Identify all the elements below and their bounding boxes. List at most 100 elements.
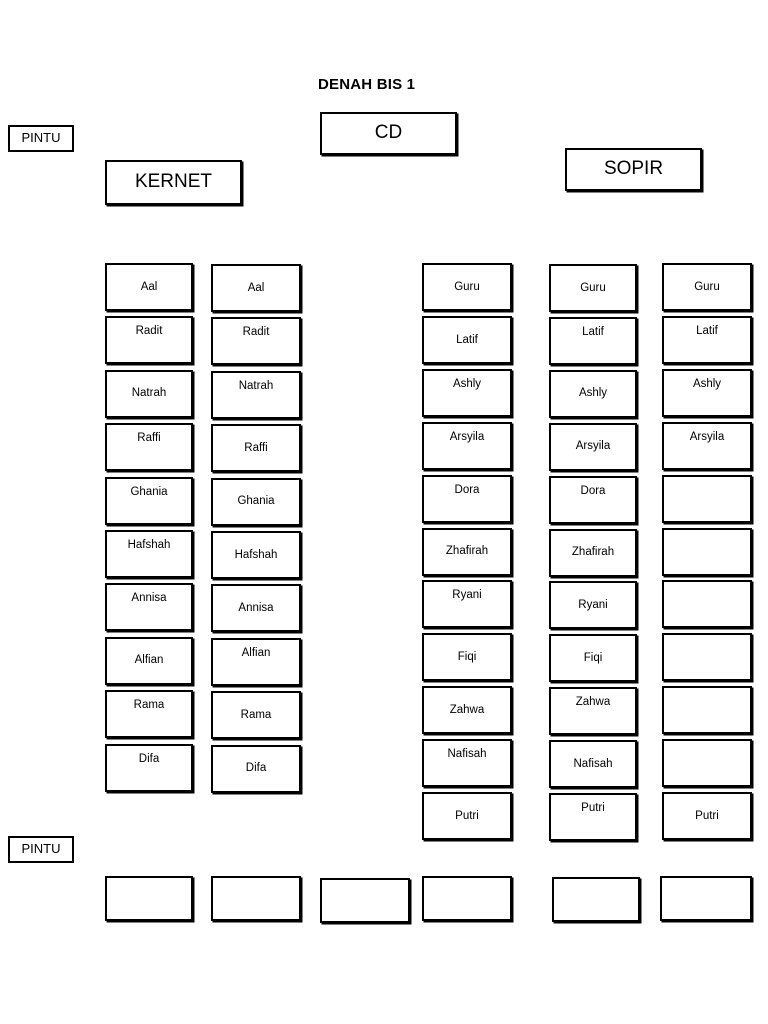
seat-1-6[interactable]: Hafshah — [105, 530, 193, 578]
seat-label: Ghania — [130, 485, 168, 498]
seat-5-11[interactable]: Putri — [662, 792, 752, 840]
seat-label: Arsyila — [689, 430, 725, 443]
seat-3-2[interactable]: Latif — [422, 315, 512, 364]
seat-label: Arsyila — [449, 430, 485, 443]
seat-label: Ashly — [452, 377, 482, 390]
seat-2-8[interactable]: Alfian — [211, 637, 301, 686]
seat-label: Ghania — [237, 495, 275, 508]
seat-label: Raffi — [244, 441, 268, 454]
back-seat-5[interactable] — [552, 877, 640, 922]
seat-label: Putri — [695, 809, 719, 822]
seat-label: Fiqi — [583, 651, 603, 664]
seat-4-8[interactable]: Fiqi — [549, 634, 637, 683]
seat-2-4[interactable]: Raffi — [211, 424, 301, 473]
seat-3-3[interactable]: Ashly — [422, 368, 512, 417]
seat-4-6[interactable]: Zhafirah — [549, 528, 637, 577]
seat-label: Nafisah — [573, 757, 613, 770]
seat-1-8[interactable]: Alfian — [105, 636, 193, 685]
seat-label: Natrah — [131, 387, 167, 400]
seat-label: Raffi — [137, 432, 161, 445]
seat-2-3[interactable]: Natrah — [211, 370, 301, 419]
seat-label: Hafshah — [127, 539, 171, 551]
seat-1-5[interactable]: Ghania — [105, 476, 193, 525]
seat-label: Difa — [138, 752, 160, 765]
seat-1-1[interactable]: Aal — [105, 263, 193, 311]
seat-label: Annisa — [131, 592, 167, 605]
seat-3-10[interactable]: Nafisah — [422, 739, 512, 788]
seat-3-8[interactable]: Fiqi — [422, 633, 512, 682]
seat-2-10[interactable]: Difa — [211, 744, 301, 793]
seat-label: Aal — [247, 281, 265, 294]
seat-label: Difa — [245, 762, 267, 775]
seat-4-2[interactable]: Latif — [549, 316, 637, 365]
back-seat-4[interactable] — [422, 876, 512, 921]
seat-label: Guru — [580, 281, 606, 294]
seat-label: Guru — [694, 280, 720, 293]
seat-label: Aal — [140, 280, 158, 293]
seat-5-9[interactable] — [662, 686, 752, 735]
seat-5-6[interactable] — [662, 527, 752, 576]
seat-label: Radit — [135, 325, 163, 338]
seat-label: Natrah — [238, 379, 274, 392]
seat-3-1[interactable]: Guru — [422, 263, 512, 311]
seat-label: Hafshah — [234, 548, 278, 561]
seat-5-7[interactable] — [662, 580, 752, 629]
seat-3-4[interactable]: Arsyila — [422, 421, 512, 470]
seat-2-9[interactable]: Rama — [211, 691, 301, 740]
seat-label: Latif — [582, 325, 604, 338]
seat-label: Dora — [454, 483, 480, 496]
seat-3-6[interactable]: Zhafirah — [422, 527, 512, 576]
seat-label: Zhafirah — [445, 545, 489, 558]
seat-3-7[interactable]: Ryani — [422, 580, 512, 629]
seat-4-4[interactable]: Arsyila — [549, 422, 637, 471]
seat-5-3[interactable]: Ashly — [662, 368, 752, 417]
seat-1-2[interactable]: Radit — [105, 316, 193, 365]
seat-5-2[interactable]: Latif — [662, 315, 752, 364]
seat-4-5[interactable]: Dora — [549, 475, 637, 524]
seat-label: Zahwa — [449, 703, 485, 716]
seat-label: Guru — [454, 280, 480, 293]
back-seat-1[interactable] — [105, 876, 193, 921]
seat-label: Alfian — [134, 654, 164, 667]
seat-3-9[interactable]: Zahwa — [422, 686, 512, 735]
seat-1-3[interactable]: Natrah — [105, 369, 193, 418]
seat-label: Fiqi — [457, 650, 477, 663]
seat-2-5[interactable]: Ghania — [211, 477, 301, 526]
seat-1-4[interactable]: Raffi — [105, 423, 193, 472]
seat-5-4[interactable]: Arsyila — [662, 421, 752, 470]
seat-label: Putri — [581, 802, 605, 814]
page-title: DENAH BIS 1 — [318, 76, 416, 93]
seat-4-7[interactable]: Ryani — [549, 581, 637, 630]
seat-5-10[interactable] — [662, 739, 752, 788]
seat-5-8[interactable] — [662, 633, 752, 682]
back-seat-6[interactable] — [660, 876, 752, 921]
seat-2-1[interactable]: Aal — [211, 264, 301, 312]
kernet-label: KERNET — [105, 160, 242, 205]
back-seat-2[interactable] — [211, 876, 301, 921]
seat-2-6[interactable]: Hafshah — [211, 531, 301, 579]
seat-5-5[interactable] — [662, 474, 752, 523]
seat-1-7[interactable]: Annisa — [105, 583, 193, 632]
seat-2-7[interactable]: Annisa — [211, 584, 301, 633]
back-seat-3[interactable] — [320, 878, 410, 923]
seat-label: Nafisah — [447, 748, 487, 761]
seat-4-3[interactable]: Ashly — [549, 369, 637, 418]
seat-label: Zahwa — [575, 696, 611, 709]
seat-label: Ryani — [578, 599, 608, 612]
pintu-bottom-label: PINTU — [8, 836, 74, 863]
cd-label: CD — [320, 112, 457, 155]
seat-label: Zhafirah — [571, 546, 615, 559]
seat-1-10[interactable]: Difa — [105, 743, 193, 792]
seat-4-1[interactable]: Guru — [549, 264, 637, 312]
seat-4-11[interactable]: Putri — [549, 793, 637, 841]
seat-1-9[interactable]: Rama — [105, 690, 193, 739]
seat-4-9[interactable]: Zahwa — [549, 687, 637, 736]
seat-3-11[interactable]: Putri — [422, 792, 512, 840]
seat-3-5[interactable]: Dora — [422, 474, 512, 523]
seat-4-10[interactable]: Nafisah — [549, 740, 637, 789]
seat-5-1[interactable]: Guru — [662, 263, 752, 311]
seat-label: Latif — [696, 324, 718, 337]
sopir-label: SOPIR — [565, 148, 702, 191]
seat-2-2[interactable]: Radit — [211, 317, 301, 366]
